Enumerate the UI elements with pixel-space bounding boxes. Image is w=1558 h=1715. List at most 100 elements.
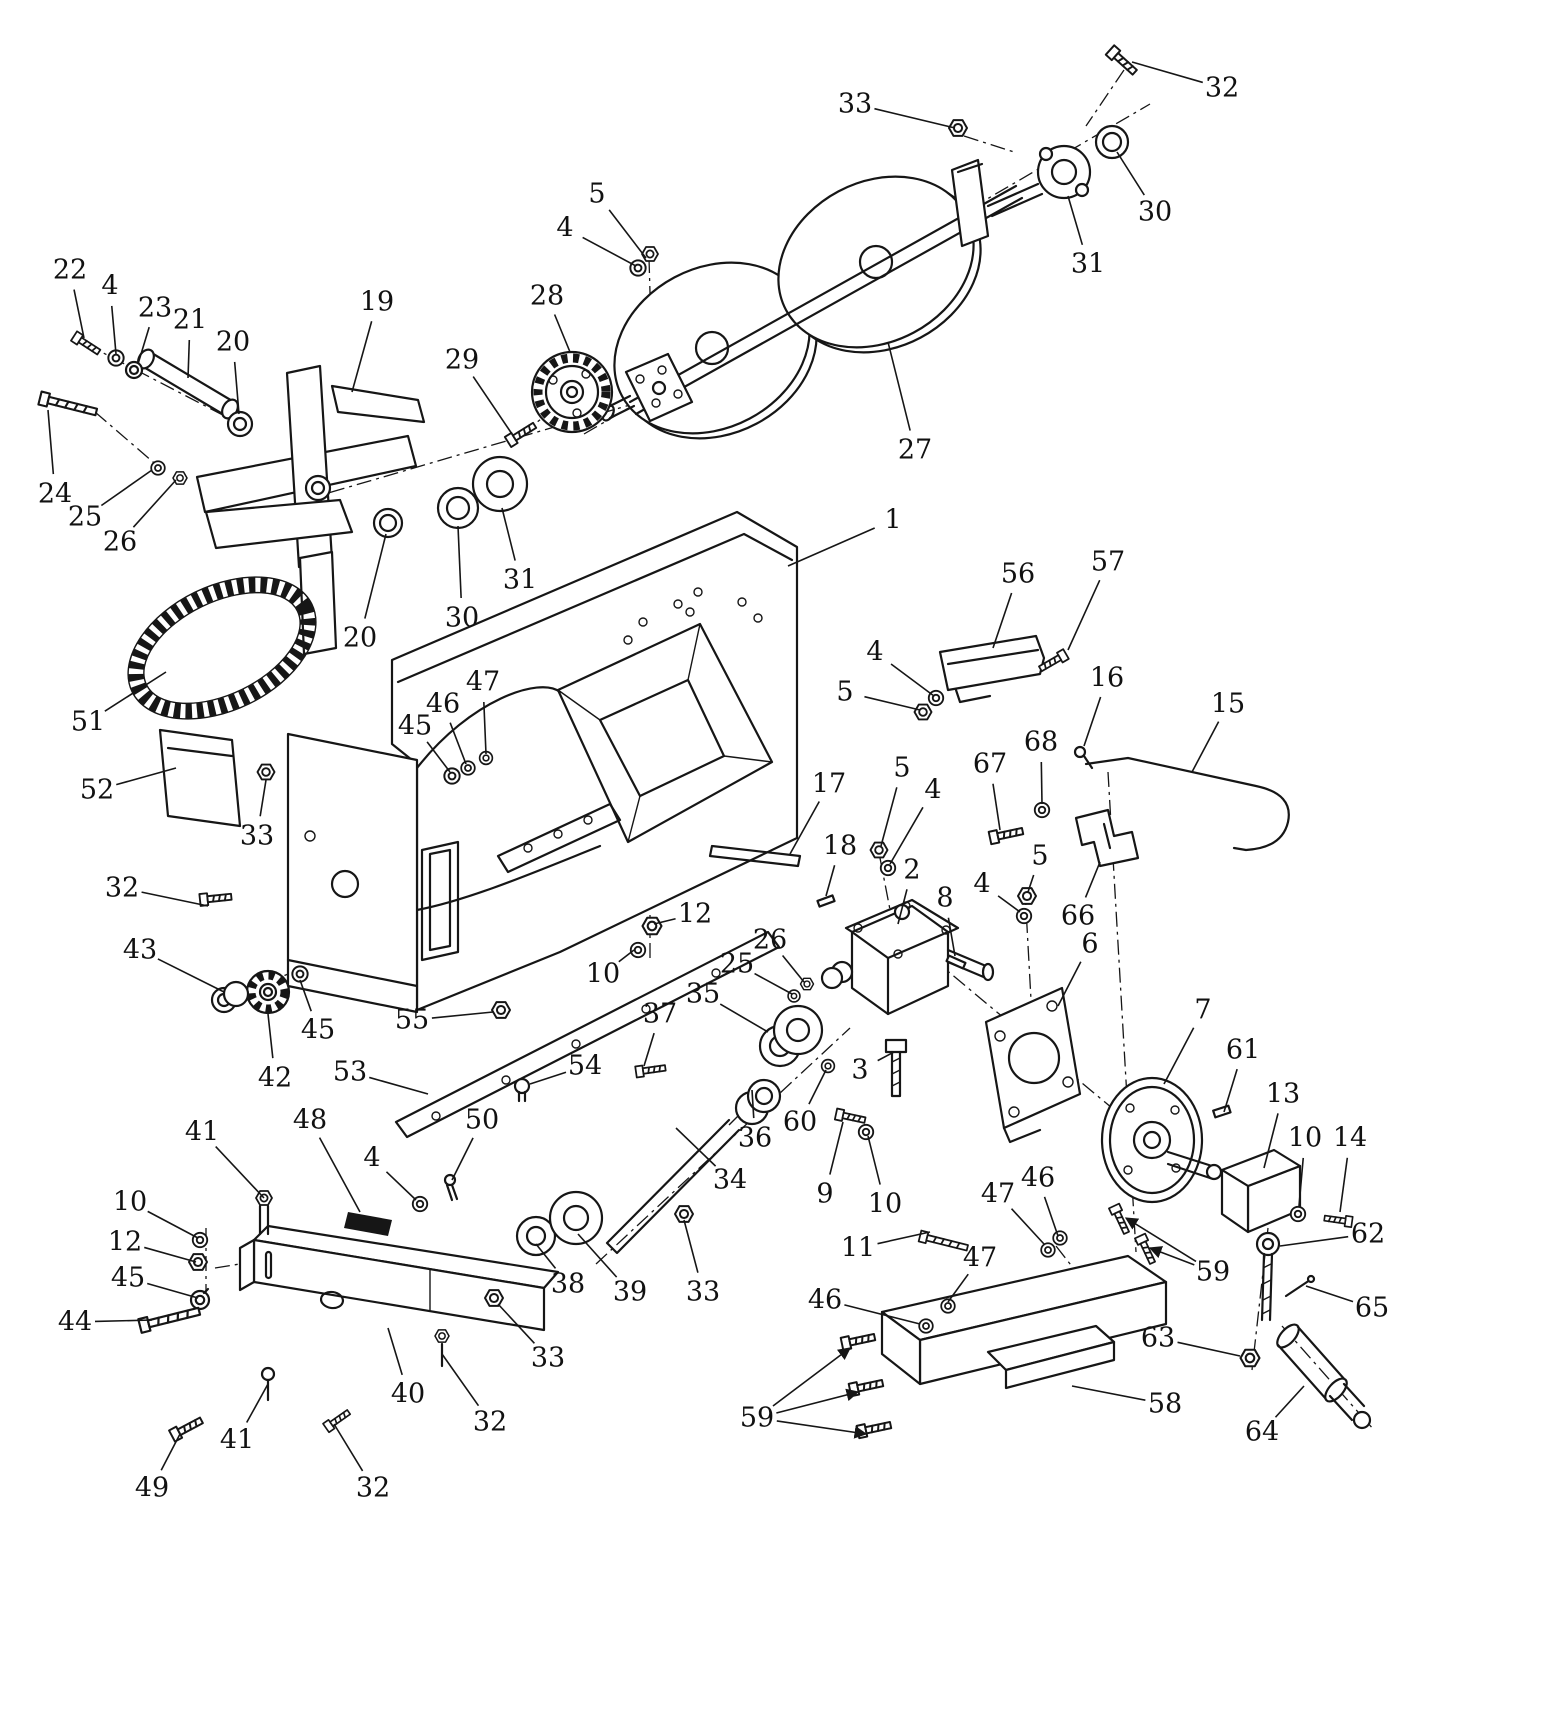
ring bbox=[372, 507, 404, 539]
bolt bbox=[917, 1229, 970, 1255]
leader-line bbox=[1148, 1246, 1195, 1266]
nut bbox=[913, 703, 933, 721]
part-number-label: 10 bbox=[1288, 1123, 1322, 1154]
washer bbox=[1033, 801, 1051, 819]
shaft-pin bbox=[945, 954, 967, 970]
eyebolt bbox=[1255, 1231, 1281, 1257]
leader-line bbox=[259, 779, 267, 817]
part-number-label: 55 bbox=[395, 1005, 429, 1036]
leader-line bbox=[457, 525, 462, 599]
leader-line bbox=[104, 671, 167, 712]
part-number-label: 29 bbox=[445, 345, 479, 376]
part-number-label: 5 bbox=[588, 179, 605, 210]
leader-line bbox=[577, 1233, 618, 1278]
part-number-label: 36 bbox=[738, 1123, 772, 1154]
nut bbox=[641, 246, 659, 262]
part-number-label: 4 bbox=[973, 869, 990, 900]
part-number-label: 43 bbox=[123, 935, 157, 966]
leader-line bbox=[318, 1137, 361, 1213]
washer bbox=[787, 989, 801, 1003]
leader-line bbox=[1083, 696, 1102, 747]
bushing bbox=[226, 410, 254, 438]
leader-line bbox=[1010, 1208, 1045, 1245]
leader-line bbox=[426, 741, 451, 773]
leader-line bbox=[157, 958, 225, 993]
nut bbox=[491, 1001, 511, 1019]
part-number-label: 41 bbox=[185, 1117, 219, 1148]
part-number-label: 9 bbox=[816, 1179, 833, 1210]
scraper-bar bbox=[394, 930, 781, 1139]
part-number-label: 31 bbox=[1071, 249, 1105, 280]
leader-line bbox=[864, 695, 921, 711]
leader-line bbox=[385, 1171, 417, 1201]
leader-line bbox=[94, 1319, 153, 1323]
leader-line bbox=[867, 1135, 881, 1185]
leader-line bbox=[947, 1273, 969, 1303]
side-panel bbox=[198, 732, 419, 1014]
leader-line bbox=[1084, 861, 1101, 898]
part-number-label: 8 bbox=[936, 883, 953, 914]
part-number-label: 48 bbox=[293, 1105, 327, 1136]
impeller-assembly bbox=[37, 330, 426, 656]
part-number-label: 63 bbox=[1141, 1323, 1175, 1354]
part-number-label: 4 bbox=[924, 775, 941, 806]
nut bbox=[256, 763, 276, 781]
flange-disc bbox=[772, 1004, 824, 1056]
leader-line bbox=[719, 1003, 769, 1033]
screw bbox=[260, 1366, 276, 1382]
lock-washer bbox=[189, 1289, 211, 1311]
leader-line bbox=[582, 236, 637, 267]
leader-line bbox=[1067, 195, 1084, 246]
leader-line bbox=[1339, 1157, 1349, 1213]
leader-line bbox=[643, 1032, 655, 1067]
part-number-label: 46 bbox=[808, 1285, 842, 1316]
shaft-pin bbox=[816, 894, 836, 908]
part-number-label: 20 bbox=[343, 623, 377, 654]
nut bbox=[641, 916, 663, 936]
impeller-blade bbox=[330, 384, 426, 424]
bolt bbox=[198, 889, 233, 907]
wheel-hub bbox=[1100, 1076, 1232, 1204]
support-strip bbox=[708, 844, 802, 868]
part-number-label: 26 bbox=[103, 527, 137, 558]
hub bbox=[471, 455, 529, 513]
part-number-label: 31 bbox=[503, 565, 537, 596]
leader-line bbox=[147, 1282, 199, 1299]
leader-line bbox=[890, 663, 935, 697]
part-number-label: 56 bbox=[1001, 559, 1035, 590]
chute-deflector bbox=[158, 728, 276, 828]
bolt bbox=[1322, 1212, 1354, 1229]
leader-line bbox=[1124, 1217, 1197, 1263]
leader-line bbox=[1027, 874, 1035, 893]
part-number-label: 45 bbox=[111, 1263, 145, 1294]
auger-assembly bbox=[601, 44, 1140, 440]
washer bbox=[1289, 1205, 1307, 1223]
leader-line bbox=[1071, 1385, 1146, 1401]
bolt bbox=[855, 1417, 893, 1440]
leader-line bbox=[675, 1127, 717, 1167]
part-number-label: 46 bbox=[1021, 1163, 1055, 1194]
leader-line bbox=[889, 806, 924, 865]
part-number-label: 45 bbox=[301, 1015, 335, 1046]
part-number-label: 40 bbox=[391, 1379, 425, 1410]
part-number-label: 26 bbox=[753, 925, 787, 956]
washer bbox=[150, 460, 166, 476]
leader-line bbox=[897, 889, 908, 925]
bolt bbox=[839, 1329, 877, 1352]
leader-line bbox=[1040, 761, 1043, 805]
leader-line bbox=[683, 1219, 699, 1273]
part-number-label: 59 bbox=[740, 1403, 774, 1434]
leader-line bbox=[233, 361, 240, 415]
leader-line bbox=[160, 1433, 181, 1471]
part-number-label: 58 bbox=[1148, 1389, 1182, 1420]
washer bbox=[629, 259, 647, 277]
leader-line bbox=[772, 1347, 852, 1407]
washer bbox=[857, 1123, 875, 1141]
leader-line bbox=[751, 1089, 755, 1119]
bearing-plate bbox=[984, 986, 1082, 1144]
part-number-label: 41 bbox=[220, 1425, 254, 1456]
part-number-label: 68 bbox=[1024, 727, 1058, 758]
leader-line bbox=[73, 289, 85, 339]
part-number-label: 12 bbox=[108, 1227, 142, 1258]
